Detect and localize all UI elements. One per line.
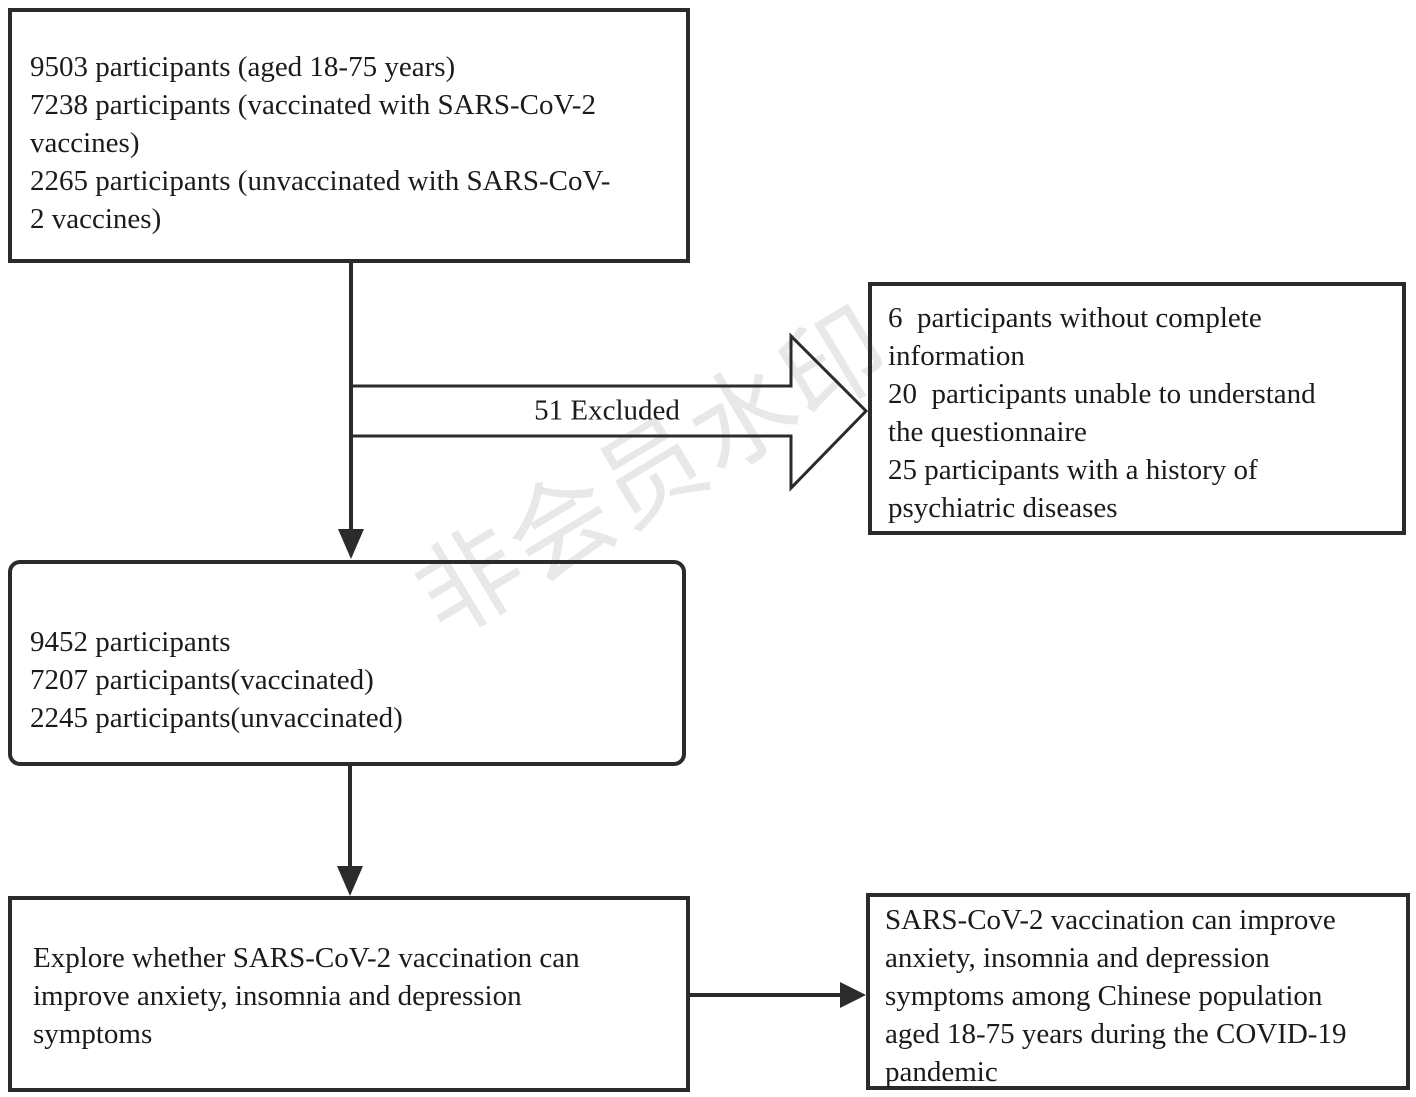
study-objective-box: Explore whether SARS-CoV-2 vaccination c… (8, 896, 690, 1092)
text-line: pandemic (885, 1056, 998, 1088)
exclusion-reasons-box: 6 participants without complete informati… (868, 282, 1406, 535)
text-line: 7207 participants(vaccinated) (30, 664, 374, 696)
text-line: 25 participants with a history of (888, 454, 1258, 486)
text-line: 6 participants without complete (888, 302, 1262, 334)
excluded-count-label: 51 Excluded (534, 394, 680, 427)
text-line: psychiatric diseases (888, 492, 1118, 524)
text-line: improve anxiety, insomnia and depression (33, 980, 522, 1012)
excluded-block-arrow-icon (352, 332, 869, 492)
text-line: symptoms (33, 1018, 153, 1050)
text-line: symptoms among Chinese population (885, 980, 1323, 1012)
down-arrow-2-head-icon (337, 866, 363, 896)
conclusion-box: SARS-CoV-2 vaccination can improve anxiet… (866, 893, 1410, 1090)
initial-participants-box: 9503 participants (aged 18-75 years) 7238… (8, 8, 690, 263)
right-arrow-head-icon (840, 982, 866, 1008)
down-arrow-1-head-icon (338, 529, 364, 559)
text-line: information (888, 340, 1025, 372)
text-line: 7238 participants (vaccinated with SARS-… (30, 89, 596, 121)
post-exclusion-participants-box: 9452 participants 7207 participants(vacci… (8, 560, 686, 766)
text-line: aged 18-75 years during the COVID-19 (885, 1018, 1347, 1050)
text-line: 2265 participants (unvaccinated with SAR… (30, 165, 611, 197)
text-line: the questionnaire (888, 416, 1087, 448)
text-line: SARS-CoV-2 vaccination can improve (885, 904, 1336, 936)
text-line: 9503 participants (aged 18-75 years) (30, 51, 456, 83)
text-line: 2245 participants(unvaccinated) (30, 702, 403, 734)
text-line: 20 participants unable to understand (888, 378, 1316, 410)
text-line: vaccines) (30, 127, 140, 159)
text-line: anxiety, insomnia and depression (885, 942, 1270, 974)
text-line: 2 vaccines) (30, 203, 162, 235)
text-line: Explore whether SARS-CoV-2 vaccination c… (33, 942, 580, 974)
text-line: 9452 participants (30, 626, 231, 658)
